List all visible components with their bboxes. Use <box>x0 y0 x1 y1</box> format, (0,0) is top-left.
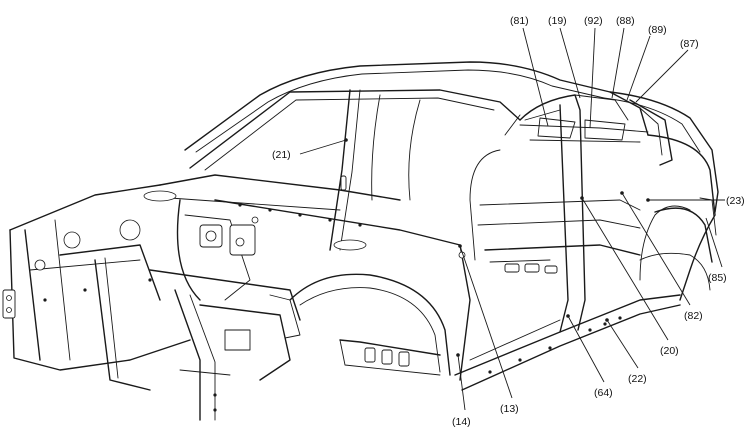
callout-89: (89) <box>648 24 667 36</box>
rear-parcel-shelf <box>519 91 673 166</box>
callout-82: (82) <box>684 310 703 322</box>
door-opening <box>469 94 629 333</box>
rear-wheel-arch <box>639 252 711 291</box>
callout-23: (23) <box>726 195 745 207</box>
callout-87: (87) <box>680 38 699 50</box>
callout-20: (20) <box>660 345 679 357</box>
callout-64: (64) <box>594 387 613 399</box>
roof-outline <box>184 61 719 213</box>
side-sill <box>454 294 681 391</box>
callout-21: (21) <box>272 149 291 161</box>
callout-14: (14) <box>452 416 471 428</box>
callout-labels: (81) (19) (92) (88) (89) (87) (21) (23) … <box>272 15 745 428</box>
callout-81: (81) <box>510 15 529 27</box>
front-structure <box>2 184 191 391</box>
windshield-frame <box>189 89 521 251</box>
rear-floor <box>477 199 641 274</box>
front-side-member <box>149 269 301 421</box>
leader-lines <box>299 27 725 411</box>
front-fender <box>214 199 471 381</box>
engine-compartment <box>143 174 401 301</box>
rear-quarter-panel <box>639 134 717 301</box>
callout-13: (13) <box>500 403 519 415</box>
callout-88: (88) <box>616 15 635 27</box>
callout-22: (22) <box>628 373 647 385</box>
callout-19: (19) <box>548 15 567 27</box>
callout-85: (85) <box>708 272 727 284</box>
callout-92: (92) <box>584 15 603 27</box>
